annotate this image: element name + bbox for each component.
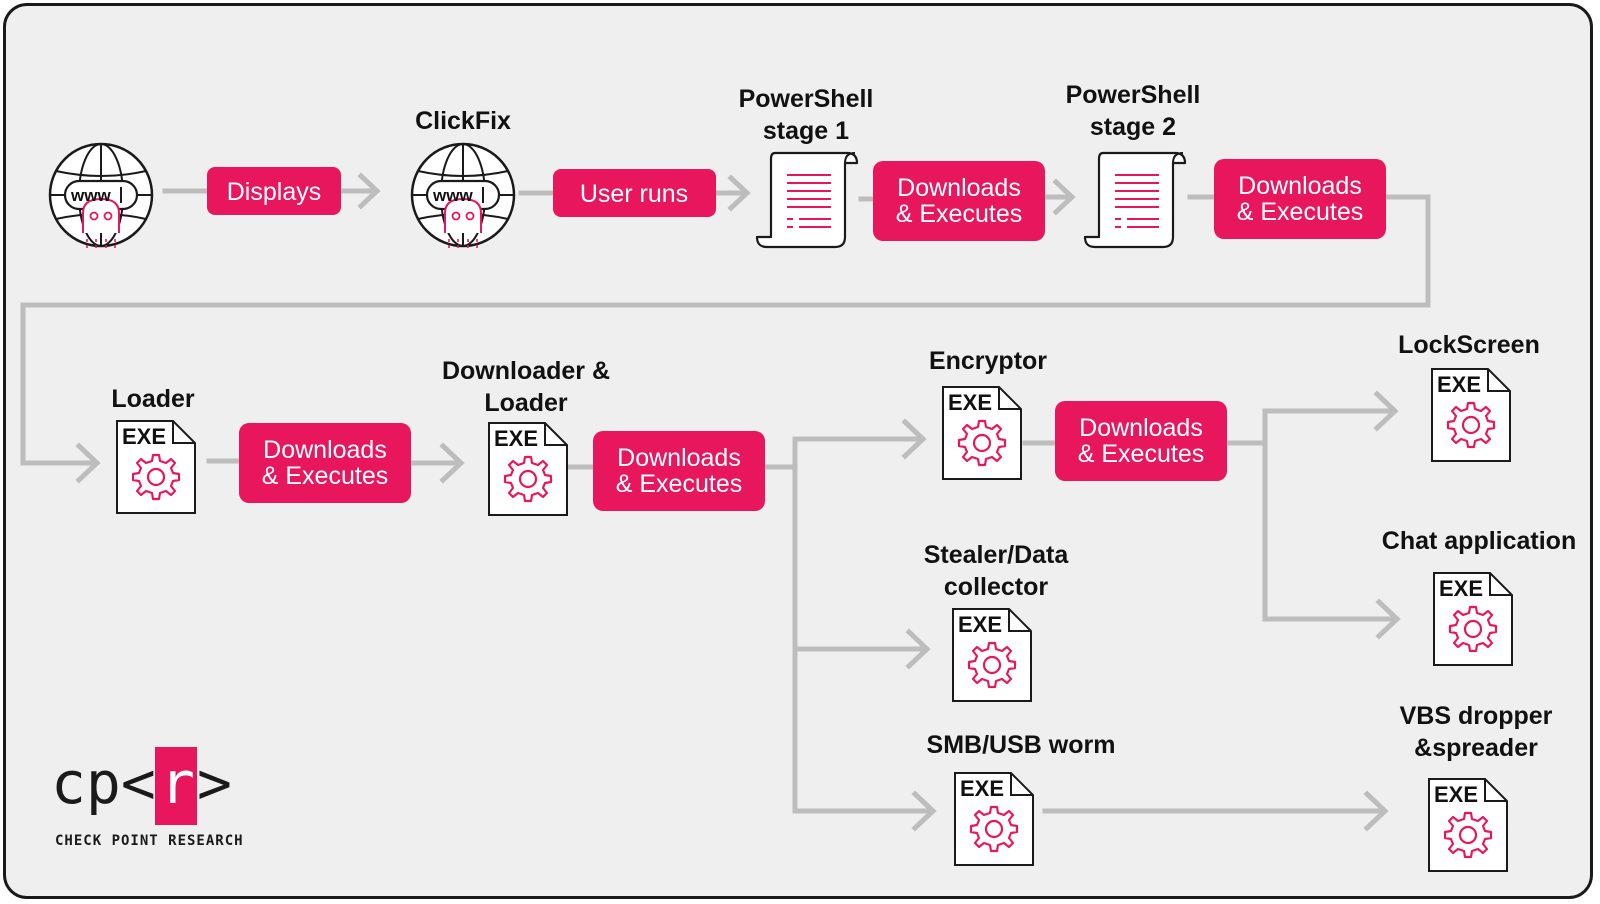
chat-node: Chat application EXE — [1382, 527, 1576, 665]
encryptor-label: Encryptor — [929, 347, 1047, 375]
clickfix-www-text: www — [432, 186, 473, 205]
connector-split-chat — [1262, 598, 1401, 640]
stealer-node: Stealer/Data collector EXE — [924, 541, 1070, 701]
worm-label: SMB/USB worm — [927, 731, 1116, 759]
action-loader-box — [239, 423, 411, 503]
action-downloader-downloads: Downloads & Executes — [593, 431, 765, 511]
action-ps1-text-line2: & Executes — [896, 200, 1022, 228]
connector-branch-stealer — [792, 628, 931, 670]
action-ps2-box — [1214, 159, 1386, 239]
action-loader-text-line2: & Executes — [262, 462, 388, 490]
clickfix-node: ClickFix www — [410, 107, 516, 253]
connector-split-lockscreen — [1262, 390, 1399, 432]
ps1-label-line1: PowerShell — [739, 85, 874, 113]
worm-node: SMB/USB worm EXE — [927, 731, 1116, 865]
action-displays: Displays — [207, 167, 341, 215]
action-encryptor-text-line1: Downloads — [1079, 414, 1203, 442]
vbs-node: VBS dropper &spreader EXE — [1400, 702, 1553, 871]
chat-label: Chat application — [1382, 527, 1576, 555]
connector-branch-encryptor — [792, 418, 927, 460]
action-ps1-downloads: Downloads & Executes — [873, 161, 1045, 241]
action-ps2-text-line1: Downloads — [1238, 172, 1362, 200]
downloader-label-line1: Downloader & — [442, 357, 610, 385]
connector-action-to-ps2 — [1042, 178, 1076, 216]
connector-displays-to-clickfix — [338, 172, 381, 210]
script-scroll-icon — [1083, 151, 1187, 249]
powershell-stage1-node: PowerShell stage 1 — [739, 85, 874, 249]
vbs-label-line2: &spreader — [1414, 734, 1538, 762]
connector-branch-trunk — [762, 436, 798, 814]
connector-row-wrap — [20, 194, 1431, 484]
script-scroll-icon — [755, 151, 859, 249]
logo-cp-text: cp< — [51, 749, 156, 817]
vbs-label-line1: VBS dropper — [1400, 702, 1553, 730]
action-downloader-box — [593, 431, 765, 511]
connector-branch-worm — [792, 790, 937, 832]
action-displays-box — [207, 167, 341, 215]
exe-label: EXE — [1439, 576, 1483, 601]
powershell-stage2-node: PowerShell stage 2 — [1066, 81, 1201, 249]
ps2-label-line2: stage 2 — [1090, 113, 1176, 141]
action-user-runs: User runs — [553, 169, 716, 217]
exe-label: EXE — [494, 426, 538, 451]
exe-label: EXE — [1437, 372, 1481, 397]
ps1-label-line2: stage 1 — [763, 117, 849, 145]
exe-label: EXE — [958, 612, 1002, 637]
connectors — [20, 172, 1431, 832]
action-loader-downloads: Downloads & Executes — [239, 423, 411, 503]
check-point-research-logo: cp< r > CHECK POINT RESEARCH — [51, 747, 244, 849]
exe-label: EXE — [948, 390, 992, 415]
connector-action-to-split — [1224, 408, 1268, 622]
downloader-loader-node: Downloader & Loader EXE — [442, 357, 610, 515]
attack-chain-diagram: www Displays ClickFix www User runs Powe… — [20, 81, 1576, 899]
connector-action-to-downloader — [409, 442, 465, 484]
exe-label: EXE — [1434, 782, 1478, 807]
encryptor-node: Encryptor EXE — [929, 347, 1047, 479]
diagram-frame: www Displays ClickFix www User runs Powe… — [3, 3, 1593, 899]
action-downloader-text-line2: & Executes — [616, 470, 742, 498]
action-loader-text-line1: Downloads — [263, 436, 387, 464]
lockscreen-node: LockScreen EXE — [1398, 331, 1540, 461]
lockscreen-label: LockScreen — [1398, 331, 1540, 359]
logo-subtitle: CHECK POINT RESEARCH — [55, 833, 244, 849]
loader-node: Loader EXE — [111, 385, 195, 513]
action-encryptor-box — [1055, 401, 1227, 481]
action-user-runs-text: User runs — [580, 180, 688, 208]
connector-worm-to-vbs — [1042, 790, 1389, 832]
action-encryptor-text-line2: & Executes — [1078, 440, 1204, 468]
clickfix-label: ClickFix — [415, 107, 511, 135]
logo-r-box — [155, 747, 197, 825]
site-www-text: www — [70, 186, 111, 205]
logo-r-text: r — [160, 749, 195, 817]
ps2-label-line1: PowerShell — [1066, 81, 1201, 109]
connector-userruns-to-ps1 — [713, 174, 751, 212]
action-ps1-box — [873, 161, 1045, 241]
exe-label: EXE — [960, 776, 1004, 801]
exe-label: EXE — [122, 424, 166, 449]
action-downloader-text-line1: Downloads — [617, 444, 741, 472]
malicious-site-node: www — [48, 142, 154, 253]
action-ps1-text-line1: Downloads — [897, 174, 1021, 202]
downloader-label-line2: Loader — [484, 389, 568, 417]
action-ps2-text-line2: & Executes — [1237, 198, 1363, 226]
action-user-runs-box — [553, 169, 716, 217]
stealer-label-line1: Stealer/Data — [924, 541, 1070, 569]
action-displays-text: Displays — [227, 178, 321, 206]
logo-close-text: > — [197, 749, 232, 817]
action-encryptor-downloads: Downloads & Executes — [1055, 401, 1227, 481]
loader-label: Loader — [111, 385, 195, 413]
stealer-label-line2: collector — [944, 573, 1048, 601]
action-ps2-downloads: Downloads & Executes — [1214, 159, 1386, 239]
